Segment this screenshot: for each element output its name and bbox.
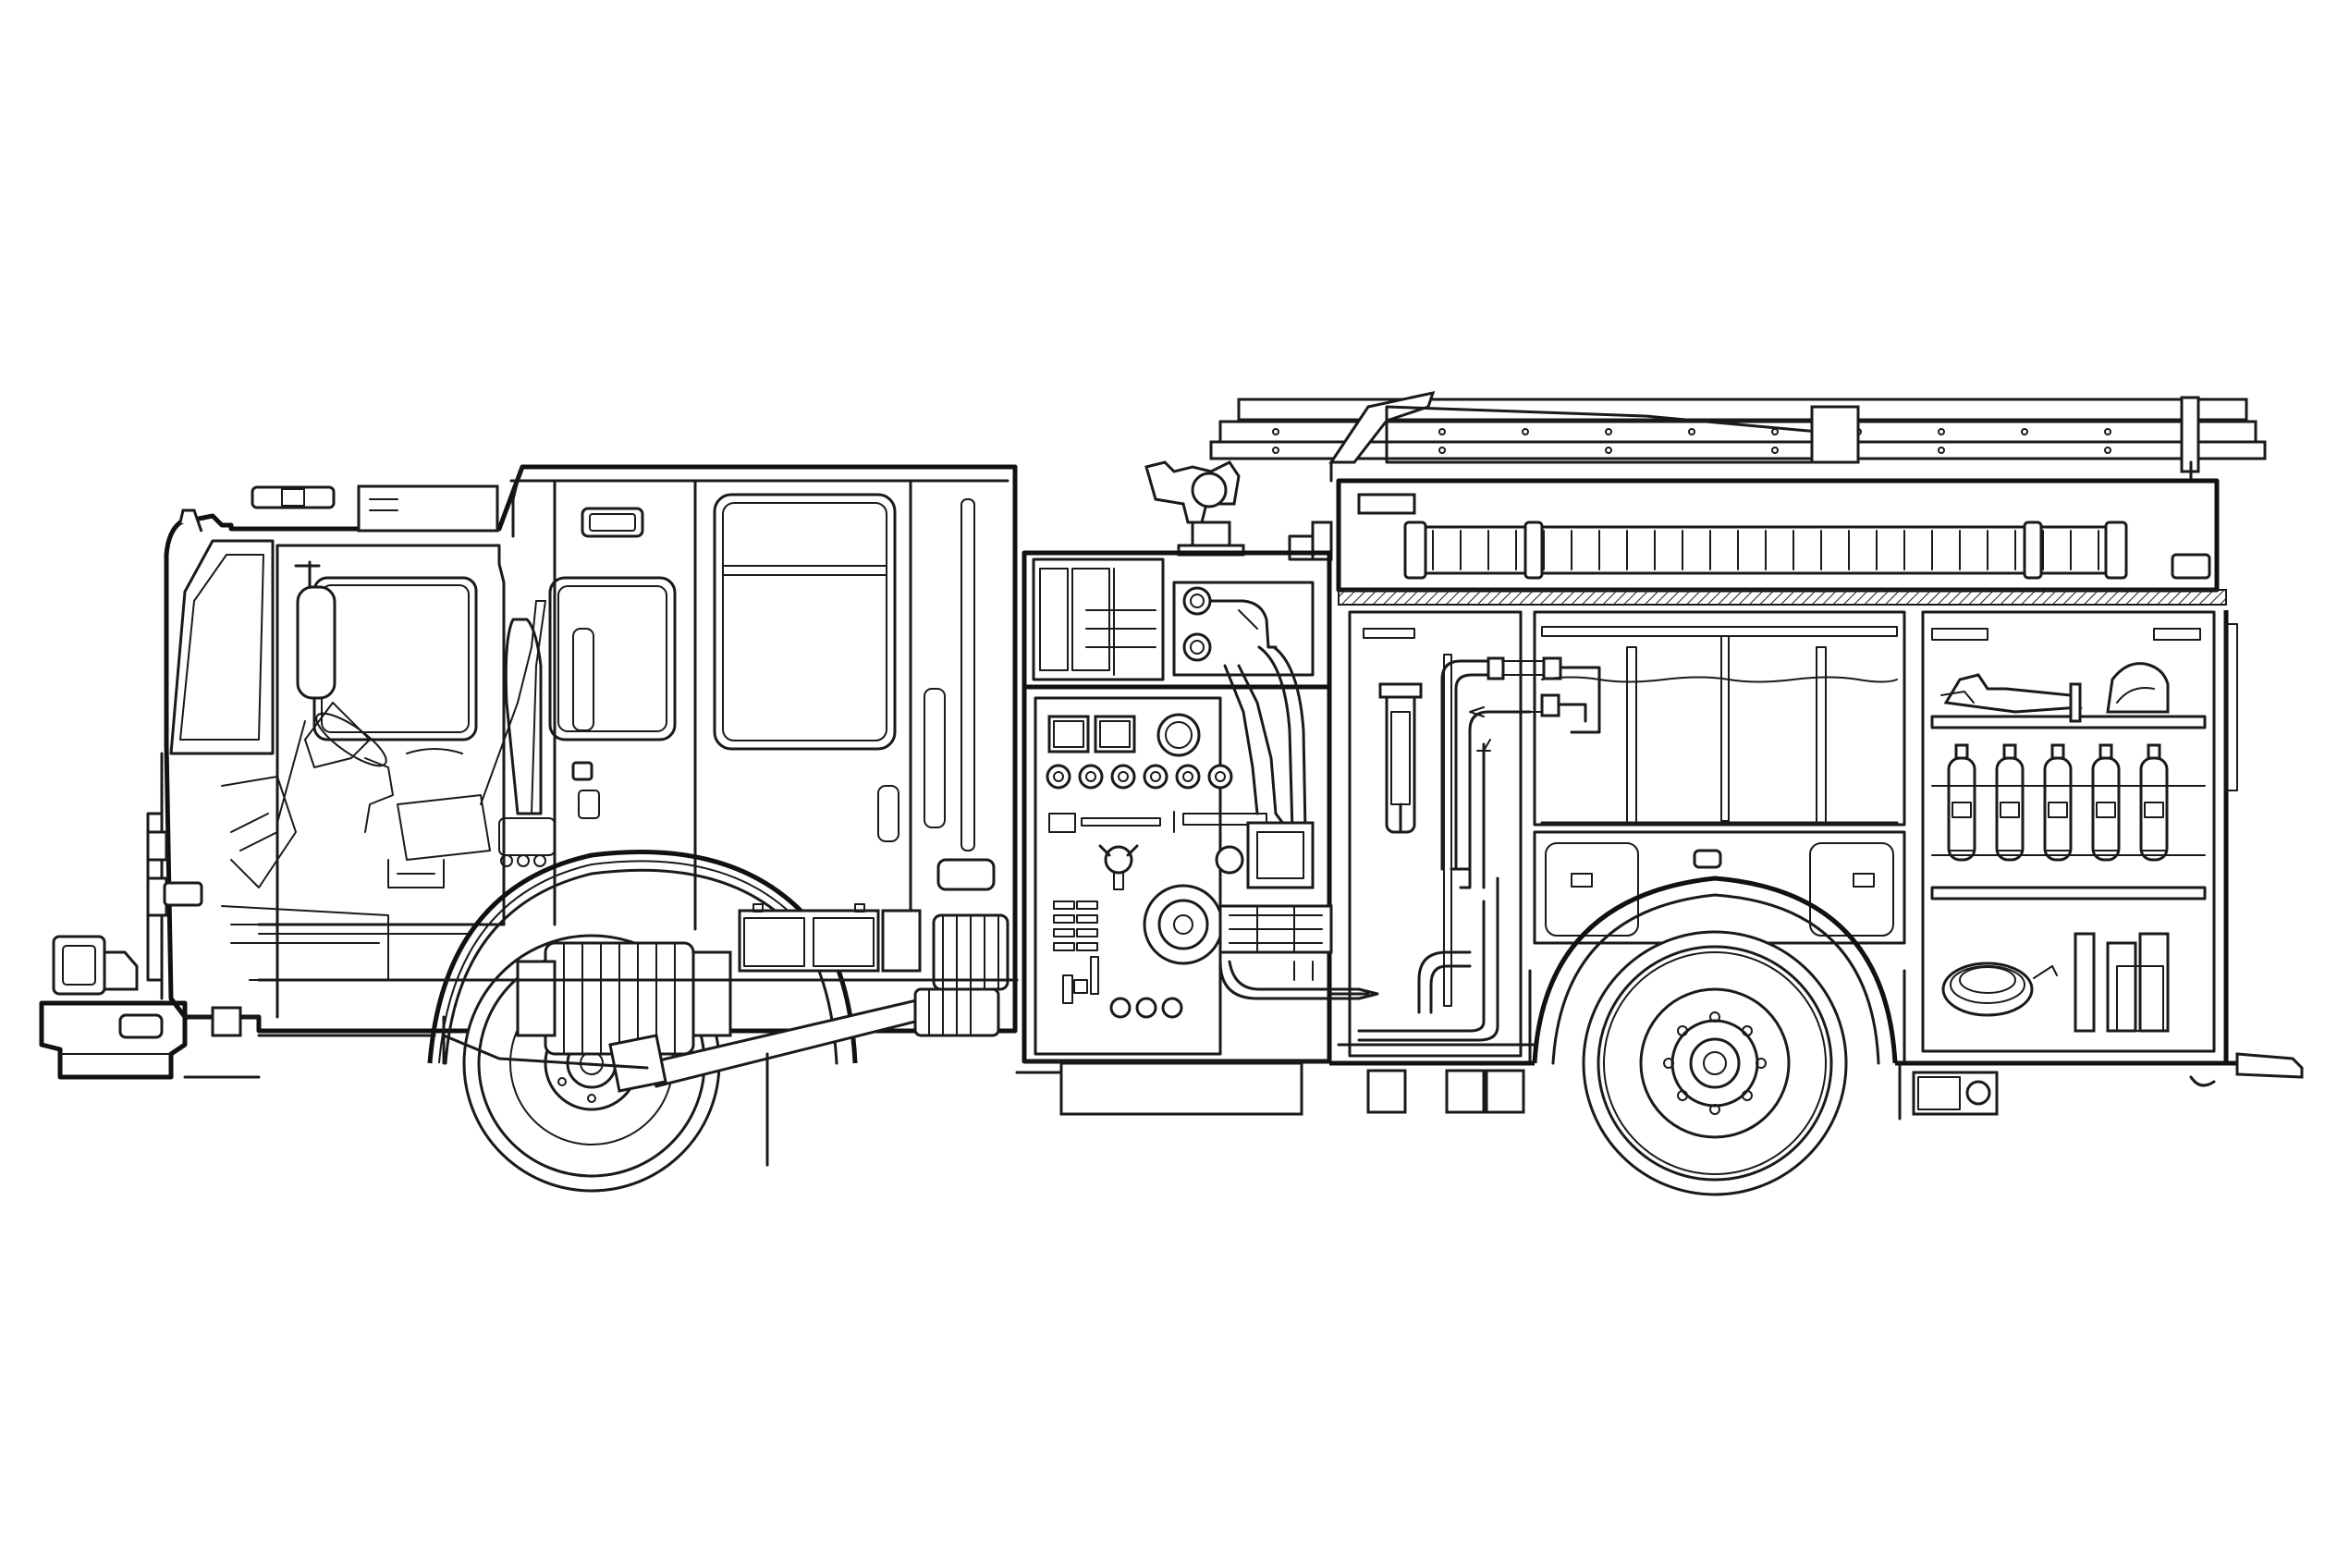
pump-module — [1015, 460, 1379, 1116]
cab — [146, 464, 1018, 1034]
roof-ladder — [1209, 390, 2267, 483]
support-lines — [765, 1061, 1902, 1167]
rear-body — [1329, 478, 2304, 1196]
front-bumper — [39, 935, 261, 1080]
drivetrain — [211, 903, 1019, 1167]
